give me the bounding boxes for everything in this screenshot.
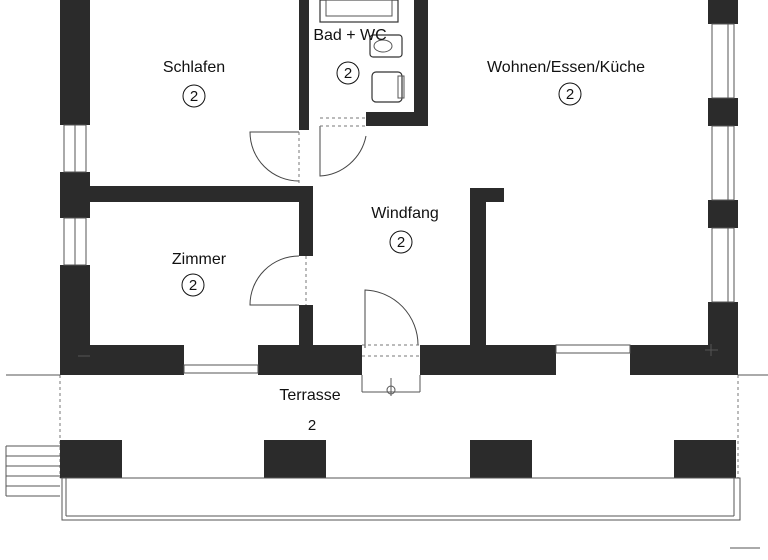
terrace bbox=[5, 374, 768, 549]
terrace-slab bbox=[61, 477, 741, 521]
bath-fixtures bbox=[319, 0, 405, 103]
window-east-3 bbox=[711, 227, 735, 303]
room-name-wohnen-essen-kueche: Wohnen/Essen/Küche bbox=[487, 59, 645, 76]
door-entrance bbox=[364, 289, 419, 348]
room-count-schlafen: 2 bbox=[190, 88, 198, 105]
wall-east-top bbox=[708, 0, 738, 24]
terrace-pillar-2 bbox=[264, 440, 326, 478]
room-count-bad-wc: 2 bbox=[344, 65, 352, 82]
doors bbox=[249, 117, 421, 396]
wall-west-mid bbox=[60, 172, 90, 218]
wall-inner-vertical-upper bbox=[299, 0, 309, 130]
room-name-zimmer: Zimmer bbox=[172, 251, 227, 268]
wall-schlafen-zimmer bbox=[90, 186, 312, 202]
wall-bath-east bbox=[414, 0, 428, 126]
room-count-terrasse: 2 bbox=[308, 417, 316, 434]
wall-west-upper bbox=[60, 0, 90, 125]
room-count-wohnen: 2 bbox=[566, 86, 574, 103]
wall-windfang-east bbox=[470, 188, 486, 348]
window-east-2 bbox=[711, 125, 735, 201]
count-ring-schlafen bbox=[182, 84, 206, 108]
room-terrasse: Terrasse 2 bbox=[279, 387, 340, 434]
room-name-terrasse: Terrasse bbox=[279, 387, 340, 404]
room-wohnen-essen-kueche: Wohnen/Essen/Küche 2 bbox=[487, 59, 645, 106]
room-bad-wc: Bad + WC 2 bbox=[313, 27, 387, 85]
door-bad bbox=[319, 126, 367, 177]
wall-south-a bbox=[60, 345, 184, 375]
walls bbox=[60, 0, 738, 375]
window-south-2 bbox=[555, 344, 631, 354]
terrace-pillar-3 bbox=[470, 440, 532, 478]
windows bbox=[63, 23, 735, 374]
room-name-windfang: Windfang bbox=[371, 205, 439, 222]
count-ring-wohnen bbox=[558, 82, 582, 106]
wall-inner-vertical-lower bbox=[299, 305, 313, 350]
count-ring-windfang bbox=[389, 230, 413, 254]
wall-windfang-stub bbox=[470, 188, 504, 202]
toilet-icon bbox=[371, 71, 403, 103]
wall-east-pier-1 bbox=[708, 98, 738, 126]
wall-south-c bbox=[420, 345, 556, 375]
room-name-schlafen: Schlafen bbox=[163, 59, 225, 76]
room-count-windfang: 2 bbox=[397, 234, 405, 251]
terrace-pillar-1 bbox=[60, 440, 122, 478]
wall-east-lower bbox=[708, 302, 738, 375]
window-south-1 bbox=[183, 364, 259, 374]
wall-east-pier-2 bbox=[708, 200, 738, 228]
terrace-pillar-4 bbox=[674, 440, 736, 478]
stairs bbox=[5, 445, 60, 497]
wall-inner-vertical-mid bbox=[299, 186, 313, 256]
room-count-zimmer: 2 bbox=[189, 277, 197, 294]
bathtub-icon bbox=[319, 0, 399, 23]
room-name-bad-wc: Bad + WC bbox=[313, 27, 386, 44]
room-zimmer: Zimmer 2 bbox=[172, 251, 227, 297]
room-schlafen: Schlafen 2 bbox=[163, 59, 225, 108]
count-ring-zimmer bbox=[181, 273, 205, 297]
room-windfang: Windfang 2 bbox=[371, 205, 439, 254]
count-ring-bad-wc bbox=[336, 61, 360, 85]
door-zimmer bbox=[249, 255, 300, 306]
door-schlafen bbox=[249, 131, 300, 182]
window-east-1 bbox=[711, 23, 735, 99]
wall-bath-south bbox=[366, 112, 428, 126]
